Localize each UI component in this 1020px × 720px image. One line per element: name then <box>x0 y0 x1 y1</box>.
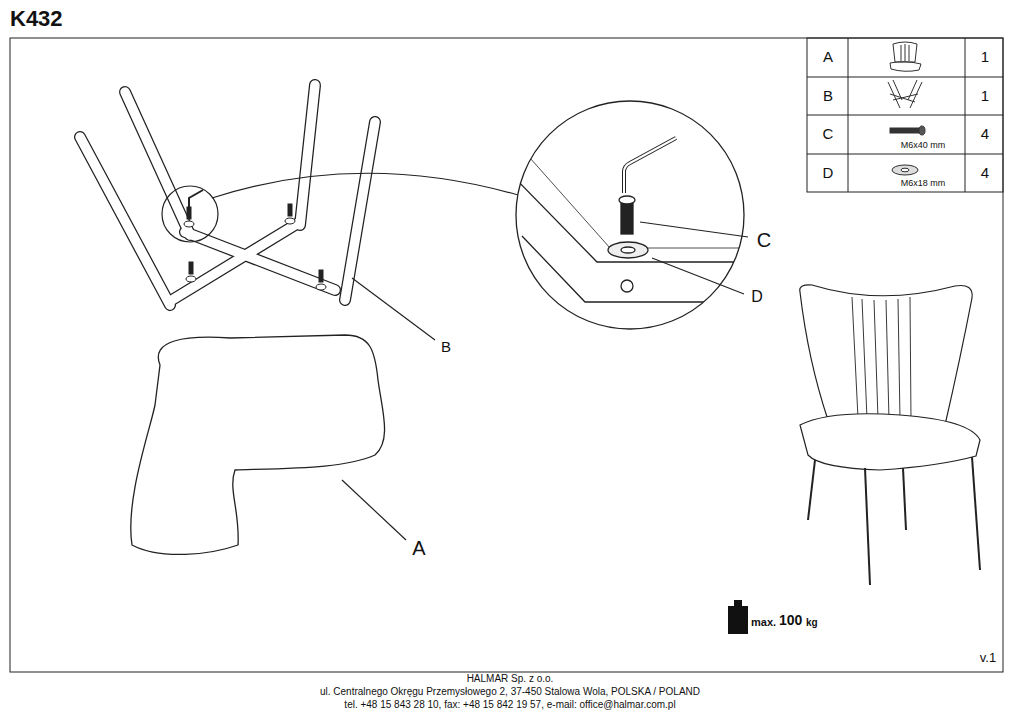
table-cell: M6x40 mm <box>901 141 946 151</box>
table-cell: A <box>823 49 833 66</box>
detail-magnifier <box>512 101 750 329</box>
table-cell: D <box>823 165 834 182</box>
model-title: K432 <box>10 6 63 32</box>
callout-letter: A <box>412 537 425 559</box>
table-cell: M6x18 mm <box>901 179 946 189</box>
callout-letter: C <box>757 229 771 251</box>
load-label: max. <box>751 616 776 628</box>
table-cell: 1 <box>981 49 989 66</box>
footer-text: ul. Centralnego Okręgu Przemysłowego 2, … <box>320 686 700 697</box>
version-label: v.1 <box>980 651 996 665</box>
parts-table <box>807 38 1003 192</box>
table-cell: C <box>823 126 834 143</box>
sheet-frame <box>10 38 1003 672</box>
footer-text: tel. +48 15 843 28 10, fax: +48 15 842 1… <box>344 699 675 710</box>
table-cell: 4 <box>981 165 989 182</box>
leader-lines <box>342 222 748 540</box>
table-cell: 1 <box>981 88 989 105</box>
part-icons <box>888 42 925 175</box>
callout-letter: D <box>751 288 763 306</box>
assembled-chair <box>800 285 980 585</box>
seat-part <box>131 335 385 554</box>
table-cell: 4 <box>981 126 989 143</box>
table-cell: B <box>823 88 833 105</box>
chair-frame <box>80 85 375 305</box>
load-unit: kg <box>806 617 818 628</box>
zoom-arc <box>212 173 518 198</box>
weight-icon <box>728 600 748 634</box>
load-value: 100 <box>779 613 802 628</box>
footer-text: HALMAR Sp. z o.o. <box>467 673 554 684</box>
callout-letter: B <box>441 339 451 356</box>
